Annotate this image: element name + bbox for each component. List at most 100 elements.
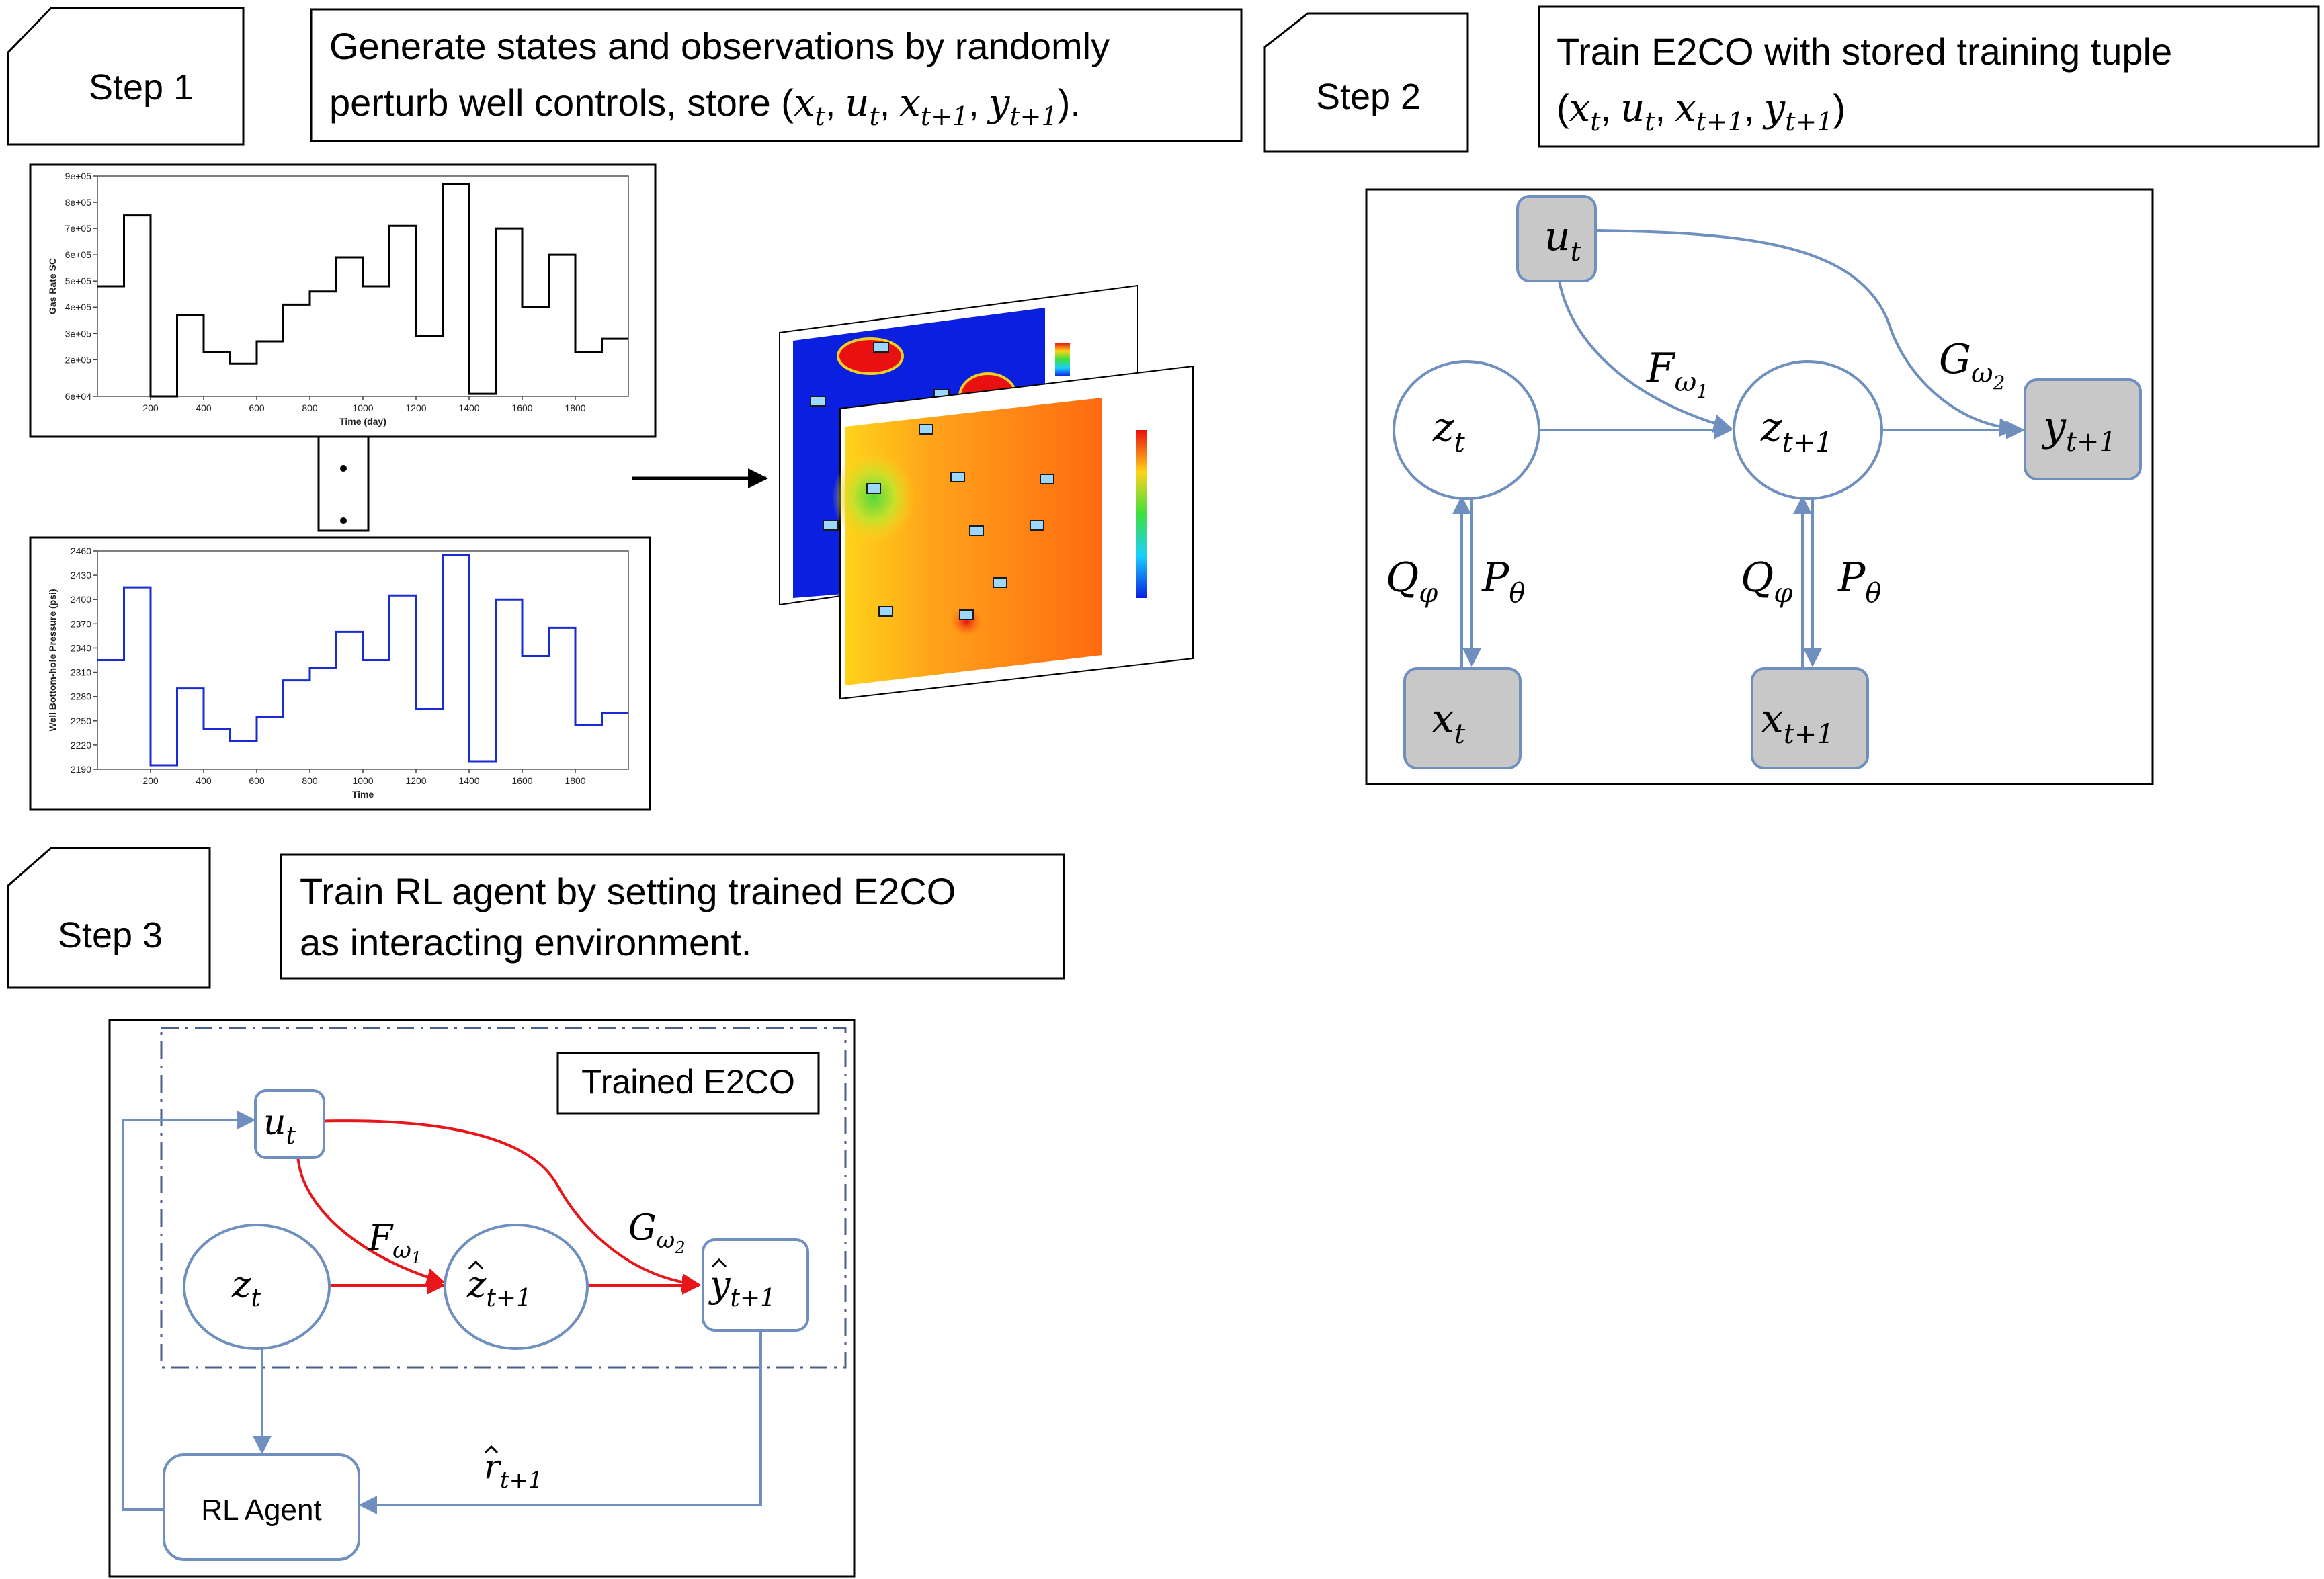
node-x-t: xt xyxy=(1403,667,1522,769)
hat-accent xyxy=(711,1258,727,1268)
gas-plume xyxy=(837,337,904,375)
arrow-agent-to-u xyxy=(122,1111,256,1511)
x-tick-label: 1400 xyxy=(458,775,479,786)
y-tick-label: 2370 xyxy=(71,618,91,629)
svg-text:xt: xt xyxy=(1431,695,1466,750)
y-axis-label: Gas Rate SC xyxy=(47,258,58,314)
label-g-omega2: Gω2 xyxy=(1939,336,2005,394)
well-marker xyxy=(866,483,881,494)
svg-text:zt: zt xyxy=(1432,404,1466,458)
y-axis-label: Well Bottom-hole Pressure (psi) xyxy=(47,589,58,731)
svg-text:Train E2CO with stored trainin: Train E2CO with stored training tuple xyxy=(1557,30,2172,73)
svg-text:xt+1: xt+1 xyxy=(1761,695,1834,750)
label-p-theta-1: Pθ xyxy=(1481,554,1525,609)
x-axis-label: Time xyxy=(352,789,374,800)
node-x-t1: xt+1 xyxy=(1751,667,1869,769)
pressure-map xyxy=(832,365,1194,700)
y-tick-label: 2400 xyxy=(71,594,91,605)
x-tick-label: 1200 xyxy=(405,402,426,413)
e2co-training-diagram: ut zt zt+1 yt+1 xt xt+1 Fω1 Gω2 Qφ Pθ Qφ… xyxy=(1365,188,2154,785)
pressure-high-spot xyxy=(950,607,983,636)
bhp-chart: 2190222022502280231023402370240024302460… xyxy=(47,546,629,800)
y-tick-label: 2340 xyxy=(71,642,91,653)
pressure-colorbar xyxy=(1136,430,1147,598)
node-z-t1: zt+1 xyxy=(1733,360,1883,500)
ellipsis-dot xyxy=(340,465,347,472)
node-u-t: ut xyxy=(1516,195,1597,282)
well-marker xyxy=(1030,520,1044,531)
node-rl-agent: RL Agent xyxy=(163,1453,360,1561)
ellipsis-dot xyxy=(340,517,347,524)
trained-e2co-boundary xyxy=(160,1027,847,1369)
svg-text:(xt, ut, xt+1, yt+1): (xt, ut, xt+1, yt+1) xyxy=(1557,87,1845,136)
well-marker xyxy=(873,342,889,353)
x-tick-label: 1200 xyxy=(405,775,426,786)
x-tick-label: 400 xyxy=(196,775,212,786)
well-marker xyxy=(950,472,965,482)
node-z-t: zt xyxy=(183,1224,331,1350)
y-tick-label: 2190 xyxy=(71,764,91,775)
rl-training-diagram: Trained E2CO ut zt zt+1 yt+1 xyxy=(108,1019,856,1578)
arrow-y-to-agent xyxy=(358,1318,762,1514)
x-tick-label: 200 xyxy=(142,402,159,413)
svg-text:as interacting environment.: as interacting environment. xyxy=(300,921,751,964)
pressure-field xyxy=(845,398,1102,685)
saturation-colorbar xyxy=(1055,343,1070,376)
svg-text:ut: ut xyxy=(1544,213,1582,267)
well-marker xyxy=(969,525,984,536)
svg-text:zt+1: zt+1 xyxy=(1760,404,1833,458)
arrow-u-to-y xyxy=(1555,228,2018,437)
y-tick-label: 9e+05 xyxy=(65,171,92,181)
series-line xyxy=(97,183,628,398)
label-f-omega1: Fω1 xyxy=(1646,345,1708,402)
svg-text:ut: ut xyxy=(263,1103,296,1150)
y-tick-label: 7e+05 xyxy=(65,223,92,234)
pressure-low-zone xyxy=(832,450,915,544)
y-tick-label: 5e+05 xyxy=(65,275,92,286)
x-tick-label: 600 xyxy=(249,402,265,413)
well-marker xyxy=(919,424,933,435)
step2-tab: Step 2 xyxy=(1263,12,1469,153)
svg-text:RL Agent: RL Agent xyxy=(201,1494,321,1527)
node-z-t: zt xyxy=(1393,360,1540,500)
y-tick-label: 6e+04 xyxy=(65,391,92,402)
node-y-t1: yt+1 xyxy=(2024,378,2142,480)
y-tick-label: 2430 xyxy=(71,570,91,581)
x-tick-label: 1800 xyxy=(565,775,585,786)
node-zhat-t1: zt+1 xyxy=(444,1224,589,1350)
well-marker xyxy=(993,577,1007,588)
well-marker xyxy=(810,396,826,407)
svg-text:zt: zt xyxy=(231,1263,261,1312)
y-tick-label: 4e+05 xyxy=(65,302,92,312)
y-tick-label: 8e+05 xyxy=(65,197,92,208)
label-q-phi-2: Qφ xyxy=(1741,554,1792,609)
node-yhat-t1: yt+1 xyxy=(702,1238,809,1332)
series-line xyxy=(97,554,628,767)
well-marker xyxy=(878,606,893,617)
x-tick-label: 1400 xyxy=(458,402,479,413)
step1-label: Step 1 xyxy=(89,67,194,108)
svg-text:Trained E2CO: Trained E2CO xyxy=(581,1063,795,1101)
well-marker xyxy=(959,609,974,620)
svg-text:Generate states and observatio: Generate states and observations by rand… xyxy=(329,25,1110,67)
x-tick-label: 600 xyxy=(249,775,265,786)
well-marker xyxy=(1040,474,1054,484)
label-rhat-t1: rt+1 xyxy=(484,1447,543,1494)
x-tick-label: 1800 xyxy=(565,402,585,413)
x-axis-label: Time (day) xyxy=(339,416,386,427)
svg-text:zt+1: zt+1 xyxy=(466,1263,532,1312)
hat-accent xyxy=(468,1260,484,1270)
x-tick-label: 1600 xyxy=(511,775,532,786)
x-tick-label: 200 xyxy=(142,775,159,786)
trained-e2co-label-box: Trained E2CO xyxy=(556,1052,820,1115)
label-q-phi-1: Qφ xyxy=(1386,554,1438,609)
y-tick-label: 3e+05 xyxy=(65,328,92,339)
y-tick-label: 2280 xyxy=(71,691,91,702)
x-tick-label: 1000 xyxy=(352,775,373,786)
x-tick-label: 400 xyxy=(196,402,212,413)
label-g-omega2: Gω2 xyxy=(628,1208,686,1257)
x-tick-label: 800 xyxy=(302,402,318,413)
y-tick-label: 2310 xyxy=(71,667,91,678)
x-tick-label: 1000 xyxy=(352,402,373,413)
step2-description: Train E2CO with stored training tuple (x… xyxy=(1538,5,2320,148)
